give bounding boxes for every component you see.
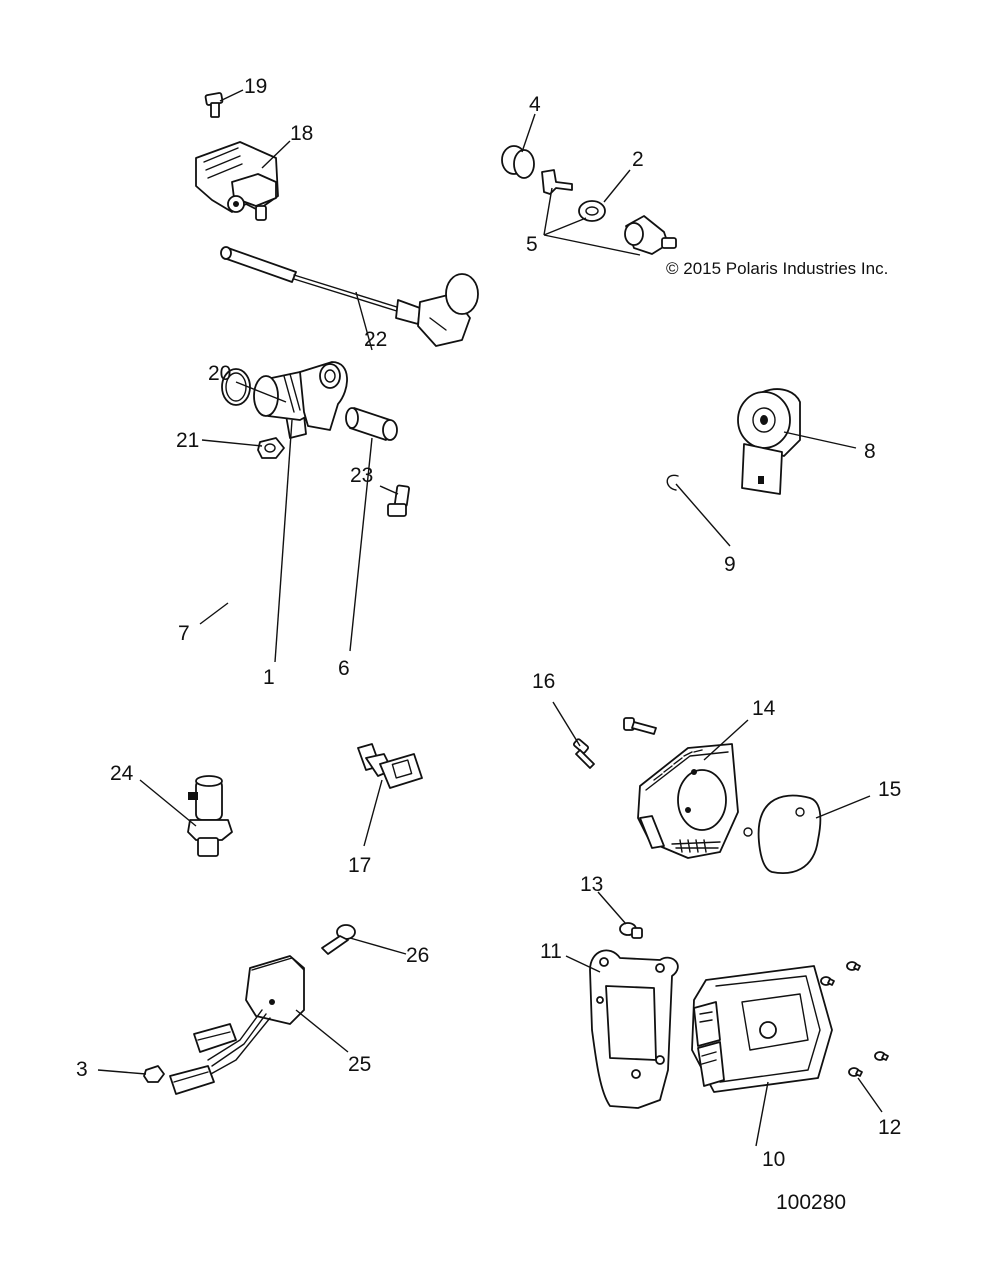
part-24-pressure-sensor[interactable] — [187, 775, 233, 857]
part-8-knock-sensor[interactable] — [737, 388, 801, 495]
part-12-screws[interactable] — [820, 961, 889, 1077]
callout-9: 9 — [724, 553, 736, 576]
part-16-screw[interactable] — [572, 738, 595, 769]
callout-4: 4 — [529, 93, 541, 116]
part-7-o-ring[interactable] — [221, 368, 251, 406]
part-10-ecu[interactable] — [691, 965, 833, 1093]
callout-20: 20 — [208, 362, 231, 385]
leader-lines — [97, 89, 883, 1147]
diagram-id: 100280 — [776, 1191, 846, 1214]
callout-3: 3 — [76, 1058, 88, 1081]
part-3-nut[interactable] — [143, 1065, 165, 1083]
part-14-screw[interactable] — [623, 717, 657, 735]
part-17-temp-sensor[interactable] — [357, 743, 423, 789]
part-13-screw[interactable] — [619, 922, 643, 939]
callout-13: 13 — [580, 873, 603, 896]
callout-19: 19 — [244, 75, 267, 98]
callout-25: 25 — [348, 1053, 371, 1076]
callout-6: 6 — [338, 657, 350, 680]
part-21-nut[interactable] — [257, 437, 285, 459]
part-23-bolt[interactable] — [387, 484, 410, 517]
part-9-e-clip[interactable] — [666, 474, 679, 491]
callout-15: 15 — [878, 778, 901, 801]
callout-23: 23 — [350, 464, 373, 487]
callout-17: 17 — [348, 854, 371, 877]
callout-12: 12 — [878, 1116, 901, 1139]
part-14-ecu-housing[interactable] — [637, 743, 739, 859]
part-18-map-sensor[interactable] — [195, 141, 279, 221]
callout-14: 14 — [752, 697, 776, 720]
part-1-cam-sensor[interactable] — [253, 361, 348, 431]
callout-1: 1 — [263, 666, 275, 689]
part-26-bolt[interactable] — [321, 924, 356, 955]
callout-5: 5 — [526, 233, 538, 256]
callout-22: 22 — [364, 328, 387, 351]
part-19-bolt[interactable] — [204, 92, 224, 118]
part-15-gasket[interactable] — [743, 794, 822, 874]
callout-11: 11 — [540, 940, 562, 963]
callout-26: 26 — [406, 944, 429, 967]
callout-24: 24 — [110, 762, 134, 785]
part-11-bracket[interactable] — [589, 949, 679, 1109]
part-2-washer[interactable] — [578, 200, 606, 222]
callout-7: 7 — [178, 622, 190, 645]
copyright-text: © 2015 Polaris Industries Inc. — [666, 259, 888, 278]
callout-18: 18 — [290, 122, 313, 145]
part-5-tag[interactable] — [541, 169, 573, 195]
part-22-speed-sensor[interactable] — [220, 246, 479, 347]
callout-labels: 19 18 4 2 5 22 20 21 23 8 9 7 1 6 24 17 … — [76, 75, 901, 1171]
callout-8: 8 — [864, 440, 876, 463]
part-25-relay-module[interactable] — [169, 955, 305, 1095]
part-5-sensor[interactable] — [624, 215, 677, 255]
part-4-cap[interactable] — [501, 145, 535, 179]
callout-2: 2 — [632, 148, 644, 171]
part-6-sleeve[interactable] — [345, 407, 398, 441]
callout-16: 16 — [532, 670, 555, 693]
callout-21: 21 — [176, 429, 199, 452]
callout-10: 10 — [762, 1148, 785, 1171]
